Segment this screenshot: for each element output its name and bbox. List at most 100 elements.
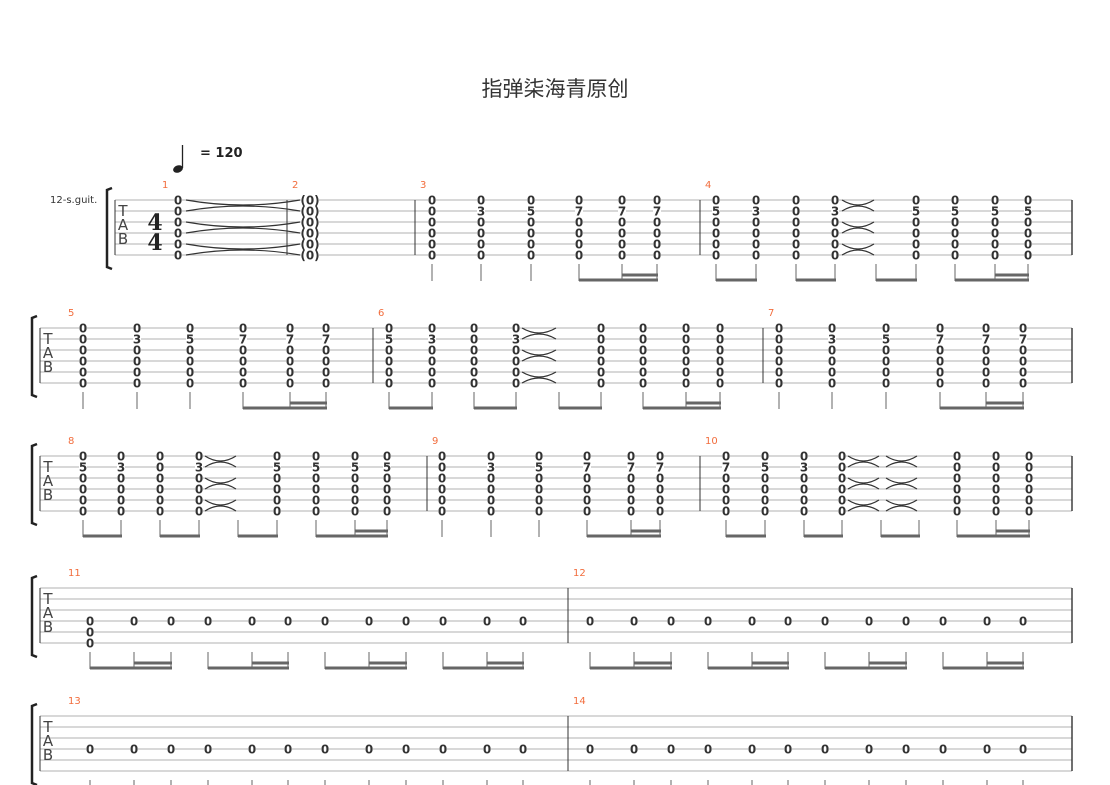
beam <box>579 278 658 282</box>
fret-background <box>402 744 410 754</box>
fret-number: 0 <box>470 322 478 336</box>
fret-background <box>682 367 690 377</box>
fret-number: 0 <box>86 615 94 629</box>
fret-background <box>983 616 991 626</box>
fret-background <box>195 451 203 461</box>
tie-arc <box>885 499 918 506</box>
fret-number: 0 <box>284 743 292 757</box>
fret-number: 0 <box>761 483 769 497</box>
fret-background <box>992 484 1000 494</box>
fret-number: 0 <box>667 743 675 757</box>
fret-number: 0 <box>992 505 1000 519</box>
fret-background <box>953 462 961 472</box>
fret-background <box>512 378 520 388</box>
fret-number: 0 <box>519 615 527 629</box>
fret-number: 0 <box>792 238 800 252</box>
fret-background <box>312 451 320 461</box>
fret-number: 0 <box>321 743 329 757</box>
instrument-name: 12-s.guit. <box>50 195 98 206</box>
fret-background <box>712 239 720 249</box>
fret-number: 0 <box>174 249 182 263</box>
fret-number: 0 <box>716 344 724 358</box>
fret-number: 0 <box>312 494 320 508</box>
fret-number: 0 <box>761 505 769 519</box>
fret-background <box>627 462 635 472</box>
fret-number: 0 <box>79 483 87 497</box>
fret-background <box>831 239 839 249</box>
fret-background <box>586 616 594 626</box>
fret-number: 7 <box>286 333 294 347</box>
fret-background <box>273 484 281 494</box>
fret-number: 0 <box>402 743 410 757</box>
fret-number: 0 <box>953 505 961 519</box>
fret-number: 3 <box>477 205 485 219</box>
fret-background <box>800 473 808 483</box>
fret-number: 0 <box>575 216 583 230</box>
tie-arc <box>185 249 301 256</box>
fret-number: 0 <box>186 344 194 358</box>
fret-background <box>535 451 543 461</box>
system-bracket <box>30 442 38 527</box>
fret-number: 0 <box>133 355 141 369</box>
fret-number: 0 <box>630 743 638 757</box>
fret-number: 0 <box>130 615 138 629</box>
fret-number: 0 <box>477 194 485 208</box>
fret-background <box>752 206 760 216</box>
fret-background <box>470 356 478 366</box>
beam <box>208 666 289 670</box>
fret-number: 0 <box>712 227 720 241</box>
fret-number: 0 <box>195 450 203 464</box>
fret-background <box>991 239 999 249</box>
fret-background <box>838 462 846 472</box>
fret-background <box>656 484 664 494</box>
fret-background <box>186 356 194 366</box>
fret-number: 0 <box>428 322 436 336</box>
fret-number: 7 <box>583 461 591 475</box>
fret-number: 0 <box>838 450 846 464</box>
fret-background <box>761 495 769 505</box>
fret-background <box>286 345 294 355</box>
fret-number: 0 <box>512 344 520 358</box>
fret-number: 0 <box>439 743 447 757</box>
fret-background <box>712 217 720 227</box>
fret-background <box>438 506 446 516</box>
fret-number: 0 <box>792 194 800 208</box>
fret-number: 0 <box>704 743 712 757</box>
fret-background <box>156 462 164 472</box>
fret-background <box>761 451 769 461</box>
fret-background <box>470 367 478 377</box>
fret-number: 0 <box>156 483 164 497</box>
fret-number: 0 <box>865 615 873 629</box>
fret-background <box>722 451 730 461</box>
fret-number: 0 <box>322 366 330 380</box>
fret-background <box>312 506 320 516</box>
fret-background <box>991 217 999 227</box>
fret-background <box>383 473 391 483</box>
fret-background <box>512 334 520 344</box>
fret-background <box>512 345 520 355</box>
fret-number: 0 <box>982 377 990 391</box>
fret-background <box>838 495 846 505</box>
fret-background <box>385 356 393 366</box>
fret-background <box>428 239 436 249</box>
fret-background <box>239 378 247 388</box>
fret-number: 3 <box>831 205 839 219</box>
fret-background <box>1025 506 1033 516</box>
fret-background <box>828 323 836 333</box>
fret-number: 0 <box>761 472 769 486</box>
fret-background <box>752 239 760 249</box>
fret-number: 0 <box>716 333 724 347</box>
fret-number: 7 <box>322 333 330 347</box>
fret-background <box>312 473 320 483</box>
fret-background <box>831 250 839 260</box>
fret-number: 0 <box>682 322 690 336</box>
fret-number: 0 <box>174 238 182 252</box>
fret-background <box>982 345 990 355</box>
fret-background <box>583 462 591 472</box>
fret-number: 0 <box>385 322 393 336</box>
fret-number: 0 <box>761 450 769 464</box>
fret-background <box>800 451 808 461</box>
fret-background <box>535 506 543 516</box>
fret-background <box>575 228 583 238</box>
fret-number: 0 <box>402 615 410 629</box>
